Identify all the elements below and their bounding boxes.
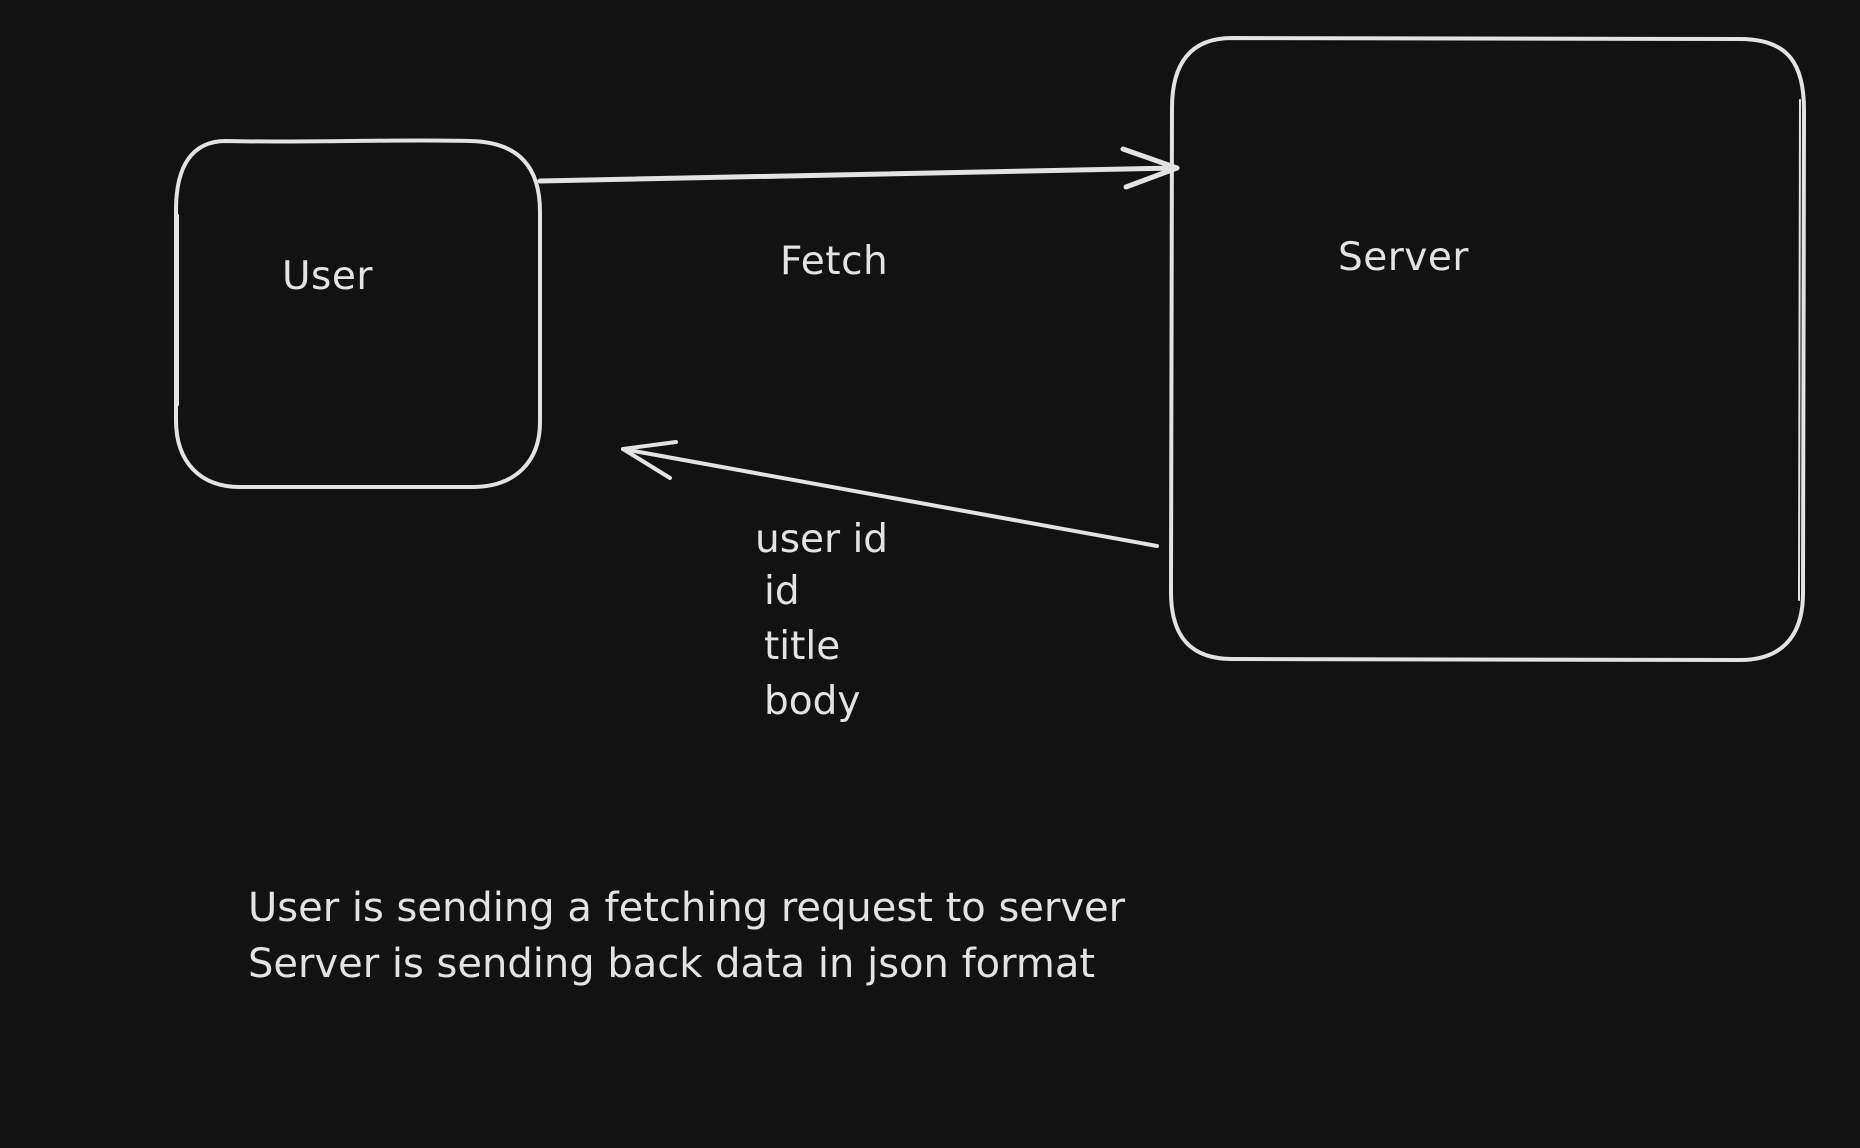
- response-field: title: [764, 624, 841, 669]
- note-line: Server is sending back data in json form…: [248, 941, 1096, 987]
- response-field: user id: [755, 517, 889, 562]
- response-field: body: [764, 679, 861, 724]
- fetch-label: Fetch: [780, 239, 889, 284]
- user-label: User: [282, 254, 373, 299]
- request-arrow: [537, 146, 1180, 190]
- user-box[interactable]: [174, 138, 542, 489]
- server-box[interactable]: [1169, 36, 1806, 662]
- response-field: id: [764, 569, 800, 614]
- note-line: User is sending a fetching request to se…: [248, 885, 1126, 931]
- response-arrow: [621, 440, 1159, 548]
- server-label: Server: [1338, 235, 1469, 280]
